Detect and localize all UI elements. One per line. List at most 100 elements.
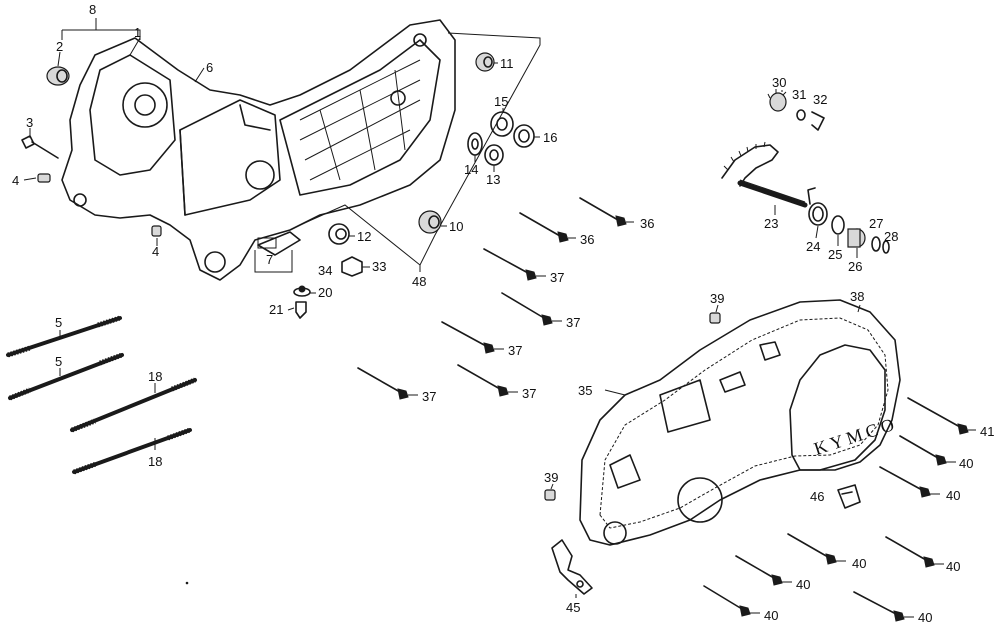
bolt-40-g-icon bbox=[853, 591, 905, 622]
kick-starter-spindle-23-icon bbox=[721, 141, 808, 208]
stud-5-lower-icon bbox=[8, 352, 124, 401]
label-21: 21 bbox=[269, 302, 283, 317]
bolt-36-upper-icon bbox=[579, 197, 627, 227]
dowel-39-lower-icon bbox=[544, 489, 556, 501]
label-25: 25 bbox=[828, 247, 842, 262]
label-40-b: 40 bbox=[946, 488, 960, 503]
oil-seal-12-icon bbox=[328, 223, 350, 245]
bolt-40-c-icon bbox=[885, 536, 935, 568]
label-36-lower: 36 bbox=[580, 232, 594, 247]
cover-brand-text: KYMCO bbox=[811, 413, 900, 459]
dowel-4-top-icon bbox=[37, 173, 51, 183]
label-40-a: 40 bbox=[959, 456, 973, 471]
stud-18-upper-icon bbox=[70, 377, 197, 433]
clip-28-icon bbox=[882, 240, 890, 254]
label-40-g: 40 bbox=[918, 610, 932, 624]
bolt-37-a-icon bbox=[483, 248, 537, 281]
label-4-top: 4 bbox=[12, 173, 19, 188]
label-23: 23 bbox=[764, 216, 778, 231]
label-28: 28 bbox=[884, 229, 898, 244]
oil-seal-16-icon bbox=[513, 124, 535, 148]
bolt-36-lower-icon bbox=[519, 212, 569, 243]
label-45: 45 bbox=[566, 600, 580, 615]
label-6: 6 bbox=[206, 60, 213, 75]
clip-32-icon bbox=[811, 111, 825, 131]
label-15: 15 bbox=[494, 94, 508, 109]
spring-24-icon bbox=[807, 187, 828, 226]
label-18-upper: 18 bbox=[148, 369, 162, 384]
label-5-lower: 5 bbox=[55, 354, 62, 369]
label-34: 34 bbox=[318, 263, 332, 278]
bolt-3-icon bbox=[21, 135, 59, 159]
label-8: 8 bbox=[89, 2, 96, 17]
label-38: 38 bbox=[850, 289, 864, 304]
label-7: 7 bbox=[266, 252, 273, 267]
label-37-a: 37 bbox=[550, 270, 564, 285]
label-35: 35 bbox=[578, 383, 592, 398]
washer-27-icon bbox=[871, 236, 881, 252]
label-36-upper: 36 bbox=[640, 216, 654, 231]
label-2: 2 bbox=[56, 39, 63, 54]
gasket-7-icon bbox=[257, 237, 277, 249]
bolt-40-b-icon bbox=[879, 466, 931, 498]
washer-25-icon bbox=[831, 215, 845, 235]
bearing-13-icon bbox=[484, 144, 504, 166]
label-37-d: 37 bbox=[522, 386, 536, 401]
label-40-c: 40 bbox=[946, 559, 960, 574]
label-12: 12 bbox=[357, 229, 371, 244]
label-46: 46 bbox=[810, 489, 824, 504]
label-40-e: 40 bbox=[796, 577, 810, 592]
label-37-b: 37 bbox=[566, 315, 580, 330]
drain-bolt-21-icon bbox=[295, 301, 307, 319]
label-11: 11 bbox=[500, 56, 514, 71]
label-39-lower: 39 bbox=[544, 470, 558, 485]
bolt-41-icon bbox=[907, 397, 969, 435]
label-1: 1 bbox=[134, 25, 141, 40]
bolt-40-d-icon bbox=[787, 533, 837, 565]
label-18-lower: 18 bbox=[148, 454, 162, 469]
label-48: 48 bbox=[412, 274, 426, 289]
bearing-15-icon bbox=[490, 111, 514, 137]
bolt-37-d-icon bbox=[457, 364, 509, 397]
bushing-10-icon bbox=[418, 210, 442, 234]
speck bbox=[185, 581, 189, 585]
label-32: 32 bbox=[813, 92, 827, 107]
label-31: 31 bbox=[792, 87, 806, 102]
clamp-46-icon bbox=[837, 484, 861, 509]
bearing-14-icon bbox=[467, 132, 483, 156]
washer-31-icon bbox=[796, 109, 806, 121]
label-41: 41 bbox=[980, 424, 994, 439]
label-24: 24 bbox=[806, 239, 820, 254]
kick-pinion-30-icon bbox=[767, 89, 787, 112]
label-39-upper: 39 bbox=[710, 291, 724, 306]
bolt-37-c-icon bbox=[441, 321, 495, 354]
washer-20-icon bbox=[293, 285, 311, 297]
bearing-11-icon bbox=[475, 52, 495, 72]
group-bracket-48 bbox=[299, 32, 541, 272]
bolt-40-a-icon bbox=[899, 435, 947, 466]
label-40-f: 40 bbox=[764, 608, 778, 623]
bolt-33-icon bbox=[341, 256, 363, 277]
bolt-40-e-icon bbox=[735, 555, 783, 586]
label-16: 16 bbox=[543, 130, 557, 145]
bolt-40-f-icon bbox=[703, 585, 751, 617]
label-27: 27 bbox=[869, 216, 883, 231]
label-37-e: 37 bbox=[422, 389, 436, 404]
label-40-d: 40 bbox=[852, 556, 866, 571]
dowel-4-bottom-icon bbox=[151, 225, 162, 237]
stud-5-upper-icon bbox=[6, 315, 122, 358]
bolt-37-b-icon bbox=[501, 292, 553, 326]
label-37-c: 37 bbox=[508, 343, 522, 358]
bolt-37-e-icon bbox=[357, 367, 409, 400]
label-4-bottom: 4 bbox=[152, 244, 159, 259]
label-33: 33 bbox=[372, 259, 386, 274]
group-bracket-8 bbox=[61, 18, 141, 56]
bushing-2-icon bbox=[46, 66, 70, 86]
label-30: 30 bbox=[772, 75, 786, 90]
group-bracket-7 bbox=[254, 250, 293, 273]
label-10: 10 bbox=[449, 219, 463, 234]
label-14: 14 bbox=[464, 162, 478, 177]
bushing-26-icon bbox=[847, 228, 866, 248]
